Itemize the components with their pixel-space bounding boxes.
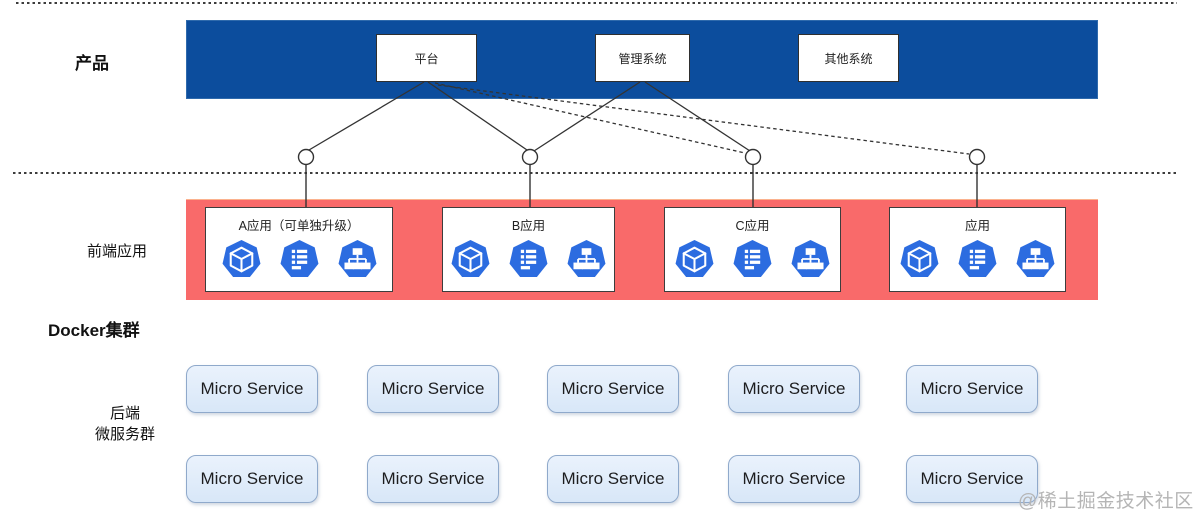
cube-icon xyxy=(221,239,262,280)
app-icon-row xyxy=(450,239,607,280)
frontend-app-title: A应用（可单独升级） xyxy=(238,219,360,233)
frontend-app-a: A应用（可单独升级） xyxy=(205,207,393,292)
frontend-app-b: B应用 xyxy=(442,207,615,292)
list-icon xyxy=(508,239,549,280)
micro-service-box: Micro Service xyxy=(367,365,499,413)
app-icon-row xyxy=(221,239,378,280)
junction-circles xyxy=(297,148,986,166)
micro-service-box: Micro Service xyxy=(547,365,679,413)
product-row-label: 产品 xyxy=(75,54,109,73)
micro-service-box: Micro Service xyxy=(186,365,318,413)
backend-row-label-line2: 微服务群 xyxy=(94,426,155,443)
micro-service-box: Micro Service xyxy=(906,365,1038,413)
micro-service-box: Micro Service xyxy=(547,455,679,503)
frontend-app-title: 应用 xyxy=(964,219,990,233)
watermark-text: @稀土掘金技术社区 xyxy=(1018,491,1194,512)
app-icon-row xyxy=(899,239,1056,280)
product-node-platform: 平台 xyxy=(376,34,477,82)
micro-service-box: Micro Service xyxy=(906,455,1038,503)
list-icon xyxy=(732,239,773,280)
frontend-row-label: 前端应用 xyxy=(87,243,148,260)
hierarchy-icon xyxy=(790,239,831,280)
hierarchy-icon xyxy=(566,239,607,280)
micro-service-box: Micro Service xyxy=(186,455,318,503)
docker-cluster-label: Docker集群 xyxy=(48,321,140,340)
backend-row-label-line1: 后端 xyxy=(109,405,140,422)
cube-icon xyxy=(674,239,715,280)
frontend-app-c: C应用 xyxy=(664,207,841,292)
frontend-app-title: C应用 xyxy=(735,219,770,233)
hierarchy-icon xyxy=(1015,239,1056,280)
cube-icon xyxy=(450,239,491,280)
list-icon xyxy=(957,239,998,280)
micro-service-box: Micro Service xyxy=(728,365,860,413)
hierarchy-icon xyxy=(337,239,378,280)
micro-service-box: Micro Service xyxy=(367,455,499,503)
frontend-app-generic: 应用 xyxy=(889,207,1066,292)
micro-service-box: Micro Service xyxy=(728,455,860,503)
product-node-admin-system: 管理系统 xyxy=(595,34,690,82)
cube-icon xyxy=(899,239,940,280)
frontend-app-title: B应用 xyxy=(511,219,546,233)
app-icon-row xyxy=(674,239,831,280)
backend-row-label: 后端 微服务群 xyxy=(85,403,165,445)
list-icon xyxy=(279,239,320,280)
product-node-other-system: 其他系统 xyxy=(798,34,899,82)
